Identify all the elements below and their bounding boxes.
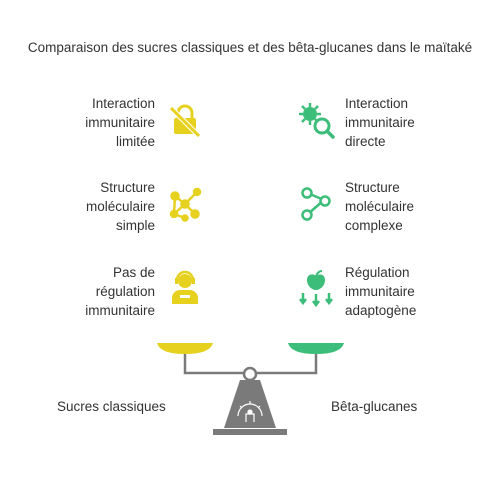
scale-pivot xyxy=(242,366,258,382)
left-item-3-label: Pas de régulation immunitaire xyxy=(85,265,155,318)
apple-arrows-icon xyxy=(296,268,336,308)
right-item-2-label: Structure moléculaire complexe xyxy=(345,180,415,233)
molecule-network-icon xyxy=(165,184,205,224)
diagram-title: Comparaison des sucres classiques et des… xyxy=(27,40,473,55)
right-side-label: Bêta-glucanes xyxy=(331,399,418,414)
right-item-3-label: Régulation immunitaire adaptogène xyxy=(345,265,417,318)
left-item-2-label: Structure moléculaire simple xyxy=(85,180,155,233)
virus-magnifier-icon xyxy=(296,100,336,140)
person-headset-icon xyxy=(165,268,205,308)
crossed-lock-icon xyxy=(165,100,205,140)
scale-foot xyxy=(213,429,287,435)
left-item-1-label: Interaction immunitaire limitée xyxy=(85,96,155,149)
left-side-label: Sucres classiques xyxy=(57,399,166,414)
left-pan xyxy=(157,343,213,354)
gauge-icon xyxy=(237,401,263,422)
right-pan xyxy=(288,343,344,354)
connected-nodes-icon xyxy=(296,184,336,224)
right-item-1-label: Interaction immunitaire directe xyxy=(345,96,415,149)
